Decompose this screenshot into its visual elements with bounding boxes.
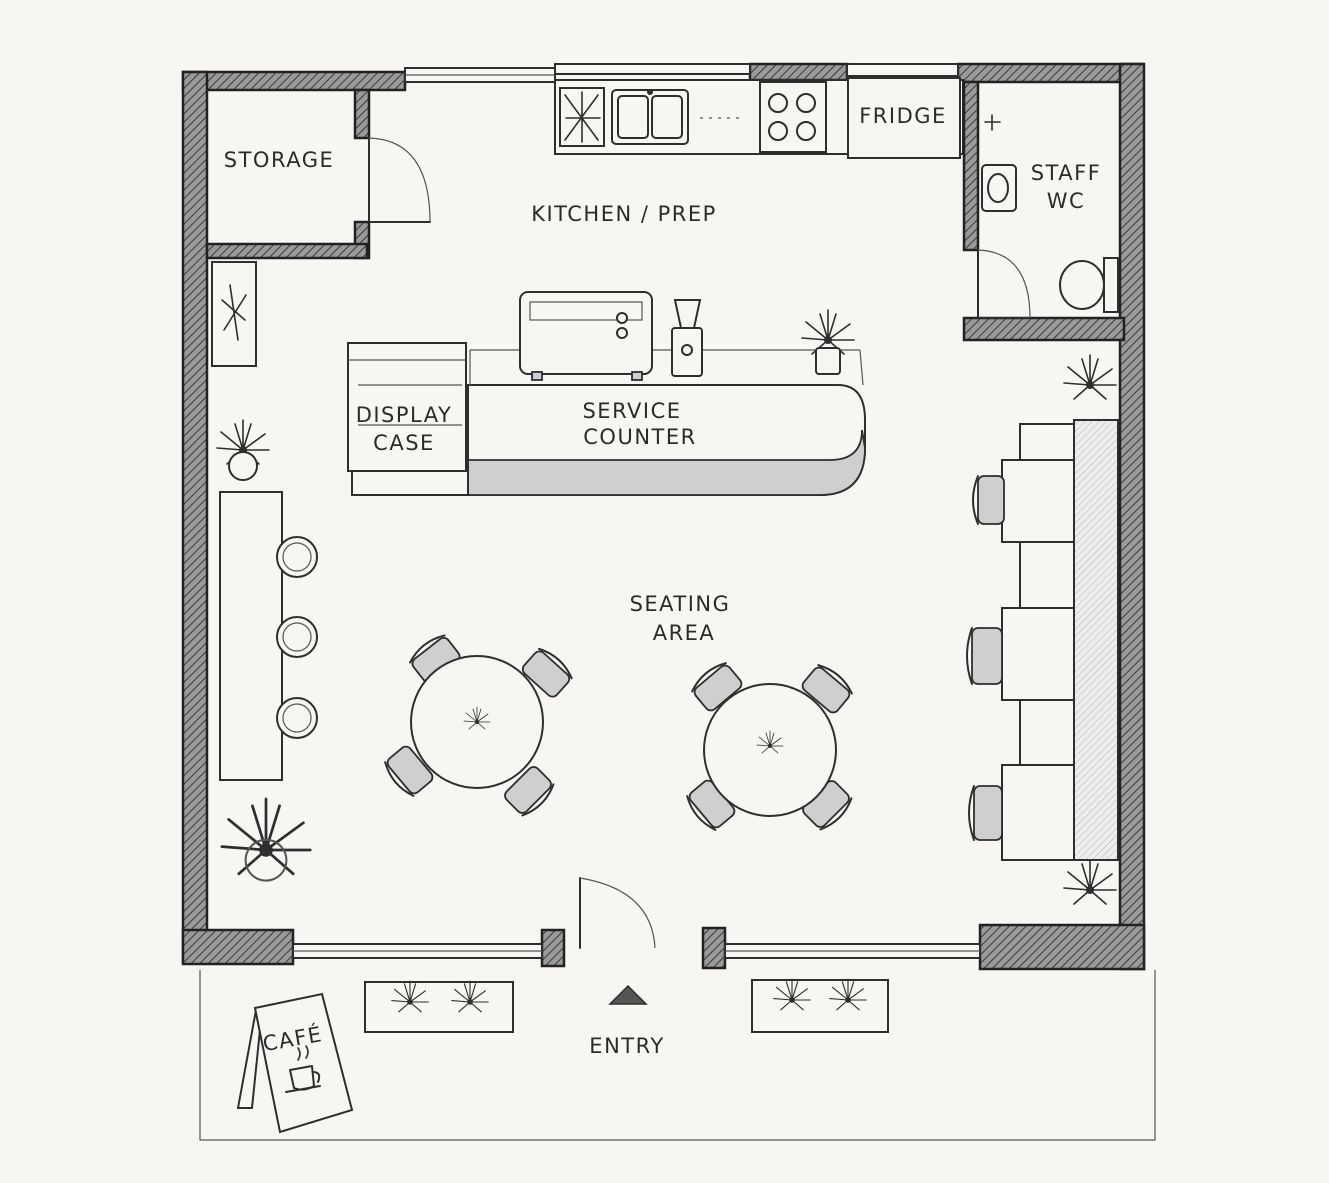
plant-icon xyxy=(1063,354,1117,400)
staff-wc-label-1: STAFF xyxy=(1031,161,1102,185)
dish-rack-icon xyxy=(559,87,605,147)
staff-wc: STAFF WC xyxy=(962,80,1126,342)
chair xyxy=(966,627,1003,685)
fridge-label: FRIDGE xyxy=(859,104,947,128)
storage-room: STORAGE xyxy=(205,88,431,260)
kitchen-counter: FRIDGE xyxy=(554,77,964,159)
entry-label: ENTRY xyxy=(589,1034,664,1058)
fridge: FRIDGE xyxy=(847,77,961,159)
cafe-sign: CAFÉ xyxy=(236,992,354,1134)
seating-label-1: SEATING xyxy=(630,592,731,616)
planter-box xyxy=(364,980,514,1033)
bar-stool xyxy=(276,697,318,739)
service-counter-label-2: COUNTER xyxy=(583,425,696,449)
banquette xyxy=(966,419,1119,861)
display-case-label-1: DISPLAY xyxy=(356,403,453,427)
chair xyxy=(968,785,1003,841)
kitchen-label: KITCHEN / PREP xyxy=(531,202,717,226)
plant-icon xyxy=(220,797,312,882)
wall-shelf xyxy=(211,261,257,367)
staff-wc-label-2: WC xyxy=(1047,189,1085,213)
plant-icon xyxy=(1063,859,1117,905)
exterior-walls xyxy=(181,62,1146,971)
service-counter: SERVICE COUNTER xyxy=(351,349,866,496)
wc-sink-icon xyxy=(981,114,1017,212)
plant-icon xyxy=(801,309,855,375)
entry-door xyxy=(579,877,656,949)
bar-stool xyxy=(276,616,318,658)
stove-icon xyxy=(759,81,827,153)
planter-box xyxy=(751,978,889,1033)
storage-label: STORAGE xyxy=(224,148,334,172)
bar-stool xyxy=(276,536,318,578)
espresso-machine-icon xyxy=(519,291,653,381)
chair xyxy=(972,475,1005,525)
coffee-cup-icon xyxy=(285,1045,321,1093)
seating-label-2: AREA xyxy=(653,621,716,645)
sink-icon xyxy=(611,89,689,145)
display-case: DISPLAY CASE xyxy=(347,342,467,472)
sidewalk xyxy=(199,970,1156,1141)
left-bar-counter xyxy=(219,491,318,781)
toilet-icon xyxy=(1059,257,1119,313)
round-table xyxy=(682,658,857,835)
round-table xyxy=(380,630,577,820)
entry-arrow-icon xyxy=(608,984,648,1005)
service-counter-label-1: SERVICE xyxy=(582,399,681,423)
plant-icon xyxy=(216,419,270,481)
grinder-icon xyxy=(671,299,703,377)
display-case-label-2: CASE xyxy=(373,431,435,455)
